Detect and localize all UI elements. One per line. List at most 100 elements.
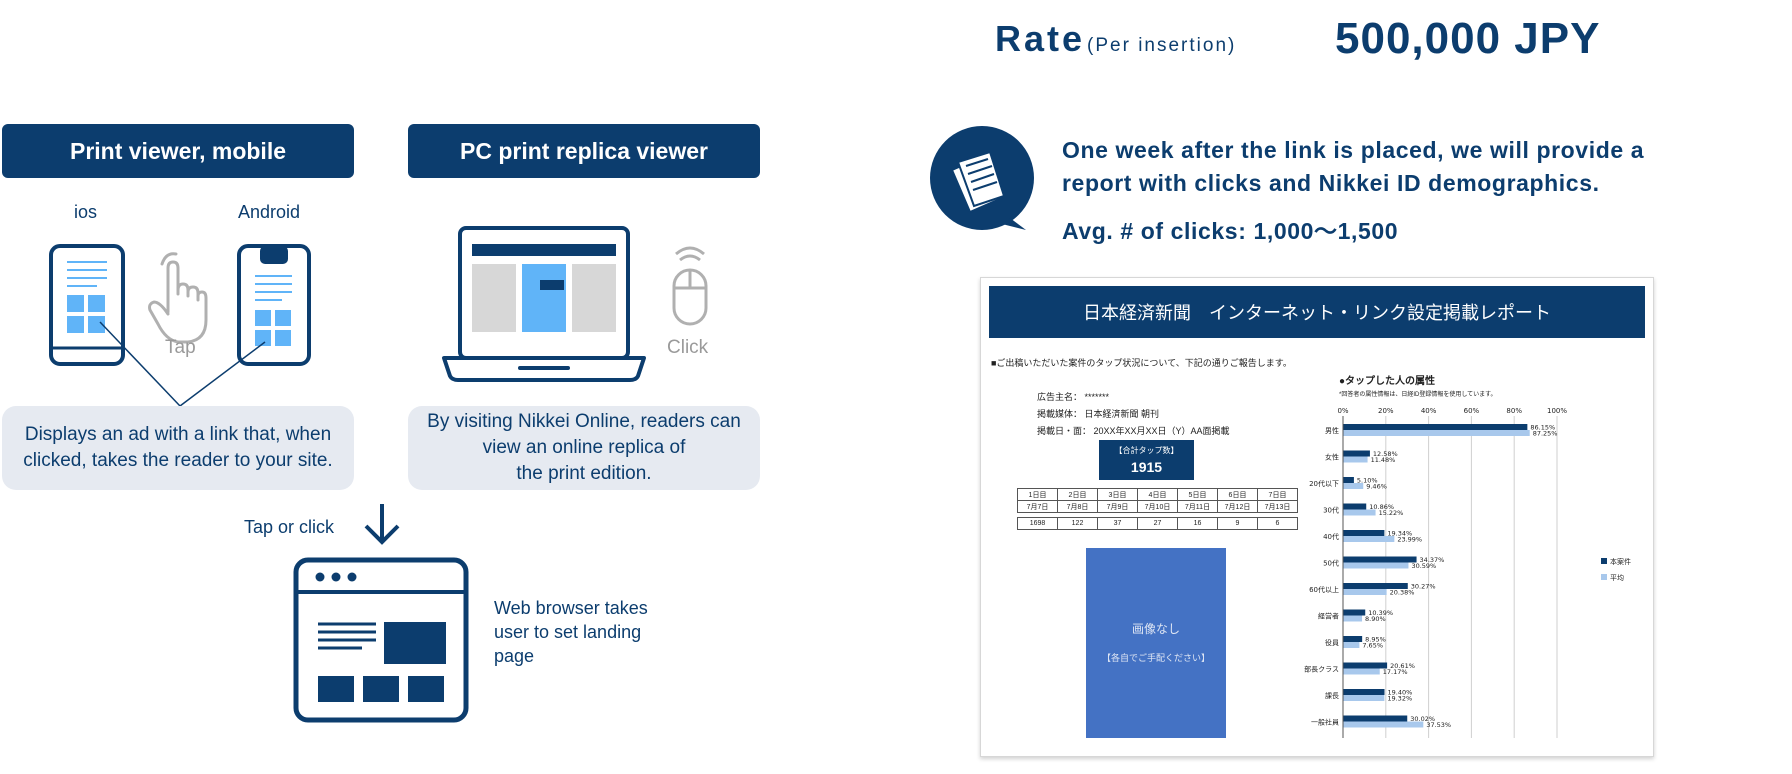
category-label: 一般社員 xyxy=(1311,718,1339,727)
bar-average xyxy=(1343,536,1395,542)
bar-average xyxy=(1343,642,1360,648)
data-label: 17.17% xyxy=(1383,668,1408,676)
chart-title: ●タップした人の属性 xyxy=(1339,376,1436,387)
data-label: 30.59% xyxy=(1411,562,1436,570)
bar-this-ad xyxy=(1343,583,1408,589)
rate-value: 500,000 JPY xyxy=(1335,14,1601,63)
bar-average xyxy=(1343,668,1380,675)
data-label: 10.39% xyxy=(1368,609,1393,617)
data-label: 8.90% xyxy=(1365,615,1386,623)
bar-this-ad xyxy=(1343,424,1528,430)
table-cell: 16 xyxy=(1177,517,1218,530)
print-description: Displays an ad with a link that, when cl… xyxy=(2,406,354,490)
data-label: 12.58% xyxy=(1373,450,1398,458)
table-cell: 7月7日 xyxy=(1017,500,1058,513)
bar-this-ad xyxy=(1343,530,1385,536)
data-label: 7.65% xyxy=(1362,642,1383,650)
arrow-down-icon xyxy=(364,504,400,545)
x-tick-label: 60% xyxy=(1464,407,1480,415)
click-label: Click xyxy=(667,337,709,358)
data-label: 37.53% xyxy=(1426,721,1451,729)
category-label: 課長 xyxy=(1325,691,1339,700)
data-label: 10.86% xyxy=(1369,503,1394,511)
legend-label: 本案件 xyxy=(1610,557,1631,566)
bar-this-ad xyxy=(1343,662,1388,669)
bar-this-ad xyxy=(1343,477,1354,483)
tap-or-click-label: Tap or click xyxy=(244,517,335,537)
bar-this-ad xyxy=(1343,450,1370,457)
pc-illustration xyxy=(442,226,708,382)
table-cell: 7月8日 xyxy=(1057,500,1098,513)
x-tick-label: 100% xyxy=(1547,407,1567,415)
print-viewer-header: Print viewer, mobile xyxy=(2,124,354,178)
category-label: 60代以上 xyxy=(1309,585,1339,594)
table-cell: 27 xyxy=(1137,517,1178,530)
bar-average xyxy=(1343,562,1409,569)
category-label: 30代 xyxy=(1323,506,1339,515)
data-label: 30.02% xyxy=(1410,715,1435,723)
report-document-icon xyxy=(930,126,1034,230)
mobile-illustration xyxy=(49,244,311,407)
data-label: 34.37% xyxy=(1420,556,1445,564)
tap-label: Tap xyxy=(165,337,196,358)
bar-this-ad xyxy=(1343,636,1363,642)
ios-label: ios xyxy=(74,202,98,222)
bar-this-ad xyxy=(1343,689,1385,695)
advertiser-name: 広告主名： ******* xyxy=(1037,392,1110,402)
report-description: One week after the link is placed, we wi… xyxy=(1062,137,1645,196)
x-tick-label: 40% xyxy=(1421,407,1437,415)
table-cell: 122 xyxy=(1057,517,1098,530)
bar-average xyxy=(1343,695,1385,701)
data-label: 87.25% xyxy=(1533,430,1558,438)
bar-this-ad xyxy=(1343,609,1366,616)
rate-label: Rate(Per insertion) xyxy=(995,18,1237,59)
data-label: 20.38% xyxy=(1390,589,1415,597)
data-label: 20.61% xyxy=(1390,662,1415,670)
android-label: Android xyxy=(238,202,301,222)
laptop-icon xyxy=(442,226,646,382)
table-cell: 7日目 xyxy=(1257,488,1298,501)
mouse-icon xyxy=(672,246,708,326)
android-phone-icon xyxy=(237,244,311,366)
bar-average xyxy=(1343,483,1364,489)
legend-swatch xyxy=(1601,558,1607,564)
x-tick-label: 20% xyxy=(1378,407,1394,415)
bar-this-ad xyxy=(1343,556,1417,563)
x-tick-label: 0% xyxy=(1337,407,1348,415)
category-label: 20代以下 xyxy=(1309,479,1339,488)
bar-average xyxy=(1343,456,1368,463)
chart-note: *回答者の属性情報は、日経ID登録情報を使用しています。 xyxy=(1339,392,1497,398)
hand-tap-icon xyxy=(148,252,208,344)
table-cell: 5日目 xyxy=(1177,488,1218,501)
table-cell: 1698 xyxy=(1017,517,1058,530)
table-cell: 7月11日 xyxy=(1177,500,1218,513)
category-label: 役員 xyxy=(1325,638,1339,647)
total-taps-box: 【合計タップ数】 1915 xyxy=(1099,440,1194,480)
data-label: 19.40% xyxy=(1388,689,1413,697)
report-title: 日本経済新聞 インターネット・リンク設定掲載レポート xyxy=(989,286,1645,338)
category-label: 男性 xyxy=(1325,426,1339,435)
bar-average xyxy=(1343,615,1363,622)
table-cell: 6日目 xyxy=(1217,488,1258,501)
data-label: 30.27% xyxy=(1411,583,1436,591)
sample-report: 日本経済新聞 インターネット・リンク設定掲載レポート ■ご出稿いただいた案件のタ… xyxy=(980,277,1654,757)
table-cell: 3日目 xyxy=(1097,488,1138,501)
bar-this-ad xyxy=(1343,503,1367,510)
bar-this-ad xyxy=(1343,715,1408,722)
x-tick-label: 80% xyxy=(1506,407,1522,415)
bar-average xyxy=(1343,430,1530,436)
category-label: 経営者 xyxy=(1318,612,1339,621)
bar-average xyxy=(1343,589,1387,595)
legend-label: 平均 xyxy=(1610,573,1624,582)
data-label: 19.32% xyxy=(1387,695,1412,703)
data-label: 86.15% xyxy=(1530,424,1555,432)
data-label: 19.34% xyxy=(1387,530,1412,538)
table-cell: 7月10日 xyxy=(1137,500,1178,513)
category-label: 40代 xyxy=(1323,532,1339,541)
pc-viewer-header: PC print replica viewer xyxy=(408,124,760,178)
bar-average xyxy=(1343,509,1376,516)
